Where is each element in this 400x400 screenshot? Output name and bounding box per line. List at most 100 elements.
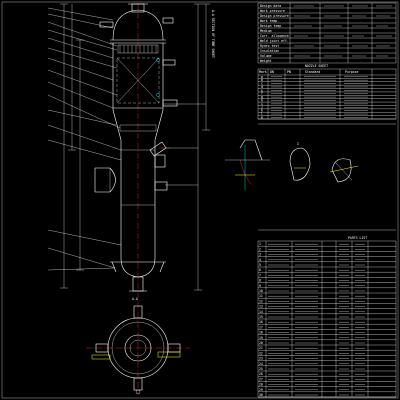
parts-mark: 15 bbox=[259, 315, 263, 319]
parts-mark: 9 bbox=[259, 284, 261, 288]
detail-1-profile bbox=[239, 139, 263, 161]
parts-mark: 17 bbox=[259, 325, 263, 329]
nozzle-mark: a bbox=[261, 75, 263, 79]
nozzle-mark: f bbox=[261, 92, 263, 96]
nozzle-upper-left bbox=[99, 21, 114, 28]
design-row-label: Medium bbox=[260, 29, 272, 33]
nozzle-mark: k bbox=[261, 109, 263, 113]
sensor-port-2 bbox=[156, 93, 160, 97]
nozzle-mark: g bbox=[261, 95, 263, 99]
design-row-label: Design data bbox=[260, 4, 281, 8]
parts-table-title: PARTS LIST bbox=[348, 236, 367, 240]
nozzle-mark: l bbox=[261, 112, 263, 116]
detail-3-cut bbox=[334, 161, 353, 181]
nozzle-lower-right bbox=[162, 99, 178, 107]
parts-mark: 1 bbox=[259, 242, 261, 246]
detail-mark: I bbox=[297, 142, 299, 146]
plan-leg-left bbox=[95, 343, 109, 353]
parts-mark: 3 bbox=[259, 253, 261, 257]
parts-mark: 30 bbox=[259, 393, 263, 397]
nozzle-table-frame bbox=[257, 68, 397, 120]
design-row-label: Weight bbox=[260, 59, 272, 63]
nozzle-table-title: NOZZLE SHEET bbox=[305, 64, 328, 68]
design-row-label: Corr. allowance bbox=[260, 34, 289, 38]
plan-label: A-A bbox=[132, 297, 138, 301]
parts-mark: 5 bbox=[259, 263, 261, 267]
angled-nozzle bbox=[149, 141, 167, 157]
vessel-elevation-view bbox=[94, 3, 178, 298]
nozzle-mark: i bbox=[261, 102, 263, 106]
distributor-plate bbox=[117, 44, 159, 54]
vertical-section-note: A-A SECTION OF TUBE SHEET bbox=[211, 10, 215, 58]
parts-mark: 11 bbox=[259, 294, 263, 298]
cone-right bbox=[154, 109, 164, 141]
nozzle-header: Mark bbox=[259, 70, 267, 74]
parts-mark: 7 bbox=[259, 273, 261, 277]
nozzle-upper-right bbox=[162, 17, 174, 24]
distributor-hatch bbox=[119, 45, 157, 53]
sensor-port bbox=[156, 58, 160, 62]
design-row-label: Volume bbox=[260, 54, 272, 58]
packing-diagonal-2 bbox=[116, 57, 160, 104]
parts-mark: 25 bbox=[259, 367, 263, 371]
detail-views: I bbox=[225, 139, 359, 190]
cone-left bbox=[112, 109, 122, 141]
plan-shell-inner bbox=[111, 321, 165, 375]
parts-mark: 28 bbox=[259, 383, 263, 387]
parts-mark: 18 bbox=[259, 331, 263, 335]
plan-nozzle-ring bbox=[124, 334, 152, 362]
nozzle-mark: b bbox=[261, 78, 263, 82]
parts-mark: 27 bbox=[259, 377, 263, 381]
top-head bbox=[112, 9, 164, 41]
dimension-lines-right bbox=[163, 3, 210, 291]
nozzle-header: Purpose bbox=[345, 70, 359, 74]
support-leg-right bbox=[159, 261, 165, 273]
design-row-label: Work temp. bbox=[260, 19, 279, 23]
nozzle-mark: e bbox=[261, 88, 263, 92]
parts-mark: 13 bbox=[259, 305, 263, 309]
detail-2-profile bbox=[289, 147, 311, 181]
nozzle-header: PN bbox=[287, 70, 291, 74]
nozzle-mark: c bbox=[261, 82, 263, 86]
design-row-label: Insulation bbox=[260, 49, 279, 53]
parts-mark: 4 bbox=[259, 258, 261, 262]
parts-mark: 29 bbox=[259, 388, 263, 392]
parts-mark: 19 bbox=[259, 336, 263, 340]
parts-rows: 1234567891011121314151617181920212223242… bbox=[258, 242, 396, 398]
parts-mark: 12 bbox=[259, 299, 263, 303]
plan-leg-top bbox=[133, 305, 143, 319]
detail-3-profile bbox=[331, 158, 352, 183]
plan-bolt-mark bbox=[135, 389, 141, 395]
nozzle-header: Standard bbox=[305, 70, 320, 74]
parts-mark: 14 bbox=[259, 310, 263, 314]
nozzle-header: DN bbox=[270, 70, 274, 74]
plan-nozzle-bore bbox=[129, 339, 147, 357]
nozzle-shell-right-a bbox=[154, 154, 166, 168]
nozzle-shell-right-b bbox=[154, 181, 168, 191]
nozzle-table: NOZZLE SHEET Mark DN PN Standard Purpose… bbox=[257, 64, 397, 120]
parts-mark: 26 bbox=[259, 372, 263, 376]
plan-view: A-A bbox=[86, 297, 190, 395]
manhole-left bbox=[94, 167, 116, 193]
design-row-label: Weld joint eff. bbox=[260, 39, 289, 43]
parts-mark: 2 bbox=[259, 247, 261, 251]
design-row-label: Work pressure bbox=[260, 9, 285, 13]
leader-lines-left bbox=[47, 7, 122, 271]
nozzle-mark: j bbox=[261, 105, 263, 109]
detail-3-weld bbox=[329, 165, 359, 173]
parts-mark: 24 bbox=[259, 362, 263, 366]
nozzle-mid-right bbox=[162, 59, 176, 66]
nozzle-mark: d bbox=[261, 85, 263, 89]
notes-block bbox=[258, 123, 396, 231]
plan-nozzle-right bbox=[157, 351, 181, 358]
parts-mark: 22 bbox=[259, 351, 263, 355]
design-row-label: Design temp. bbox=[260, 24, 283, 28]
design-data-values bbox=[294, 5, 392, 57]
design-row-label: Design pressure bbox=[260, 14, 289, 18]
parts-mark: 16 bbox=[259, 320, 263, 324]
parts-mark: 10 bbox=[259, 289, 263, 293]
parts-mark: 21 bbox=[259, 346, 263, 350]
nozzle-mark: m bbox=[261, 115, 263, 119]
